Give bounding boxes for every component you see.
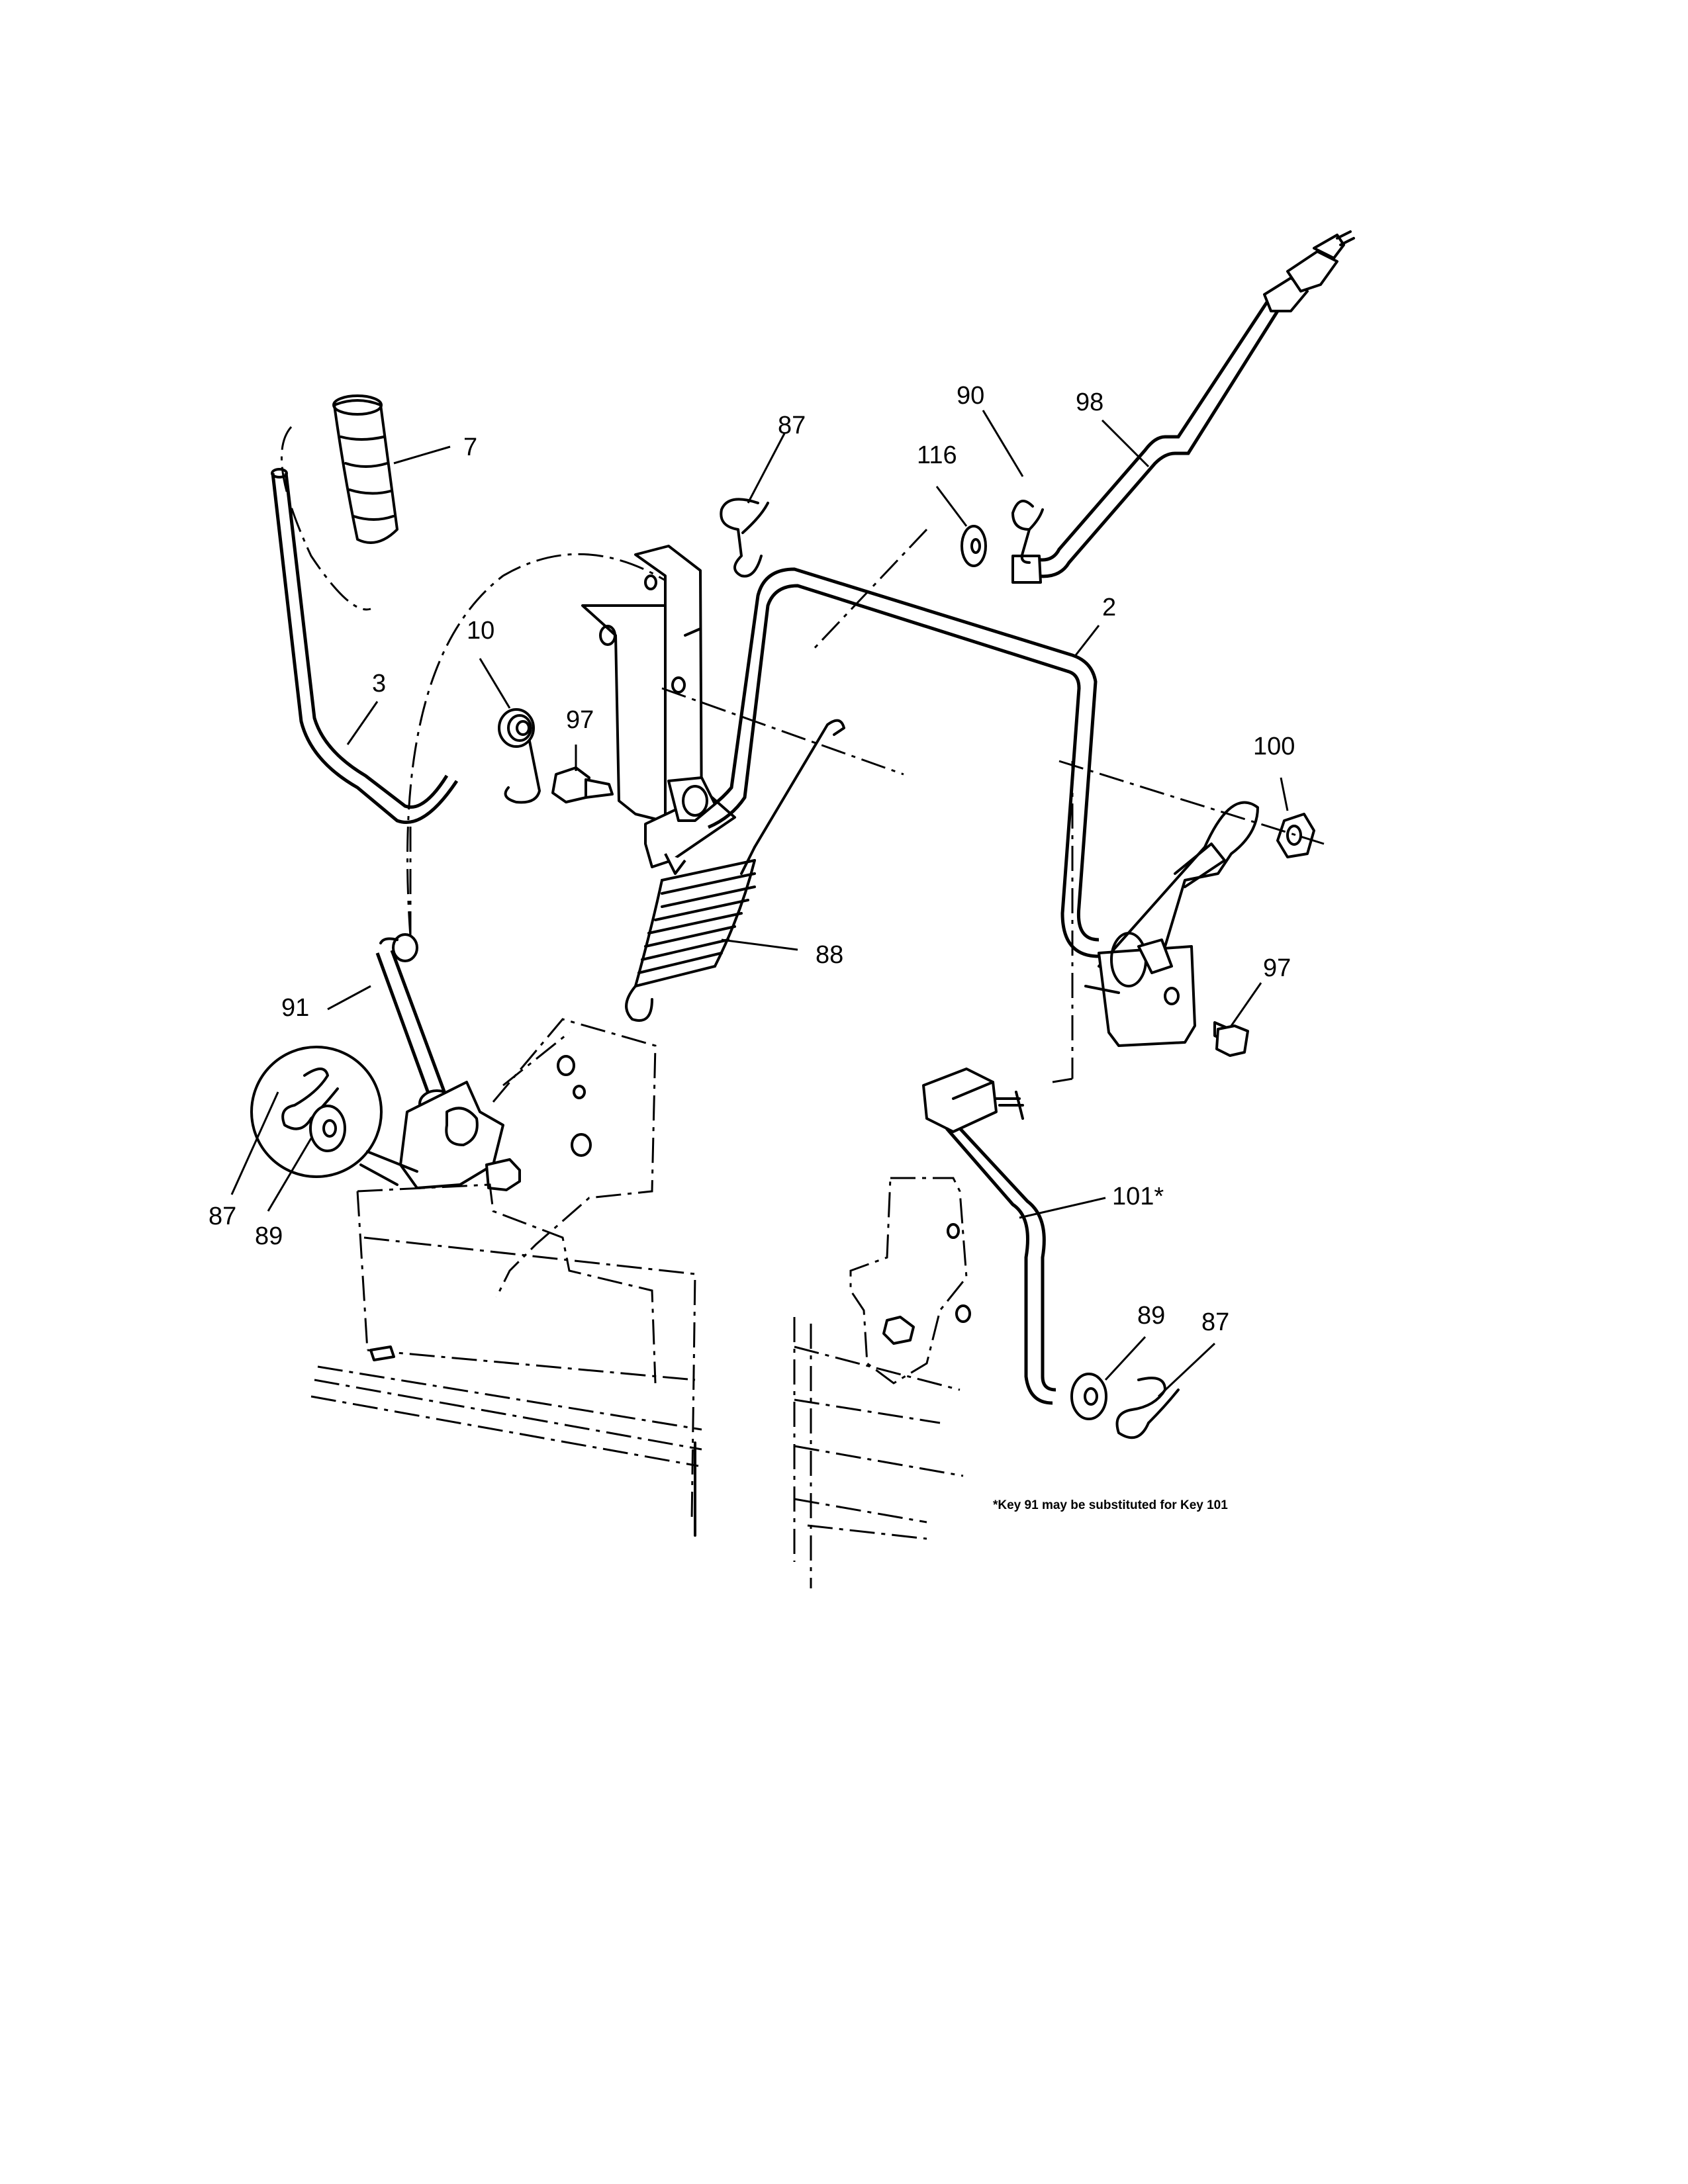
callout-3: 3 — [372, 670, 386, 698]
bolt-upper — [551, 766, 614, 803]
grip-phantom-line — [281, 426, 371, 611]
detail-bubble — [250, 1046, 418, 1186]
leader-lines — [230, 410, 1289, 1398]
callout-97-right: 97 — [1263, 954, 1291, 982]
hex-nut — [1276, 813, 1315, 858]
callout-98: 98 — [1076, 388, 1103, 416]
callout-91: 91 — [281, 994, 309, 1022]
callout-2: 2 — [1102, 594, 1116, 621]
callout-87-right: 87 — [1201, 1308, 1229, 1336]
phantom-line-1 — [810, 528, 928, 653]
callout-87-left: 87 — [209, 1203, 236, 1230]
phantom-line-6 — [1052, 1077, 1073, 1083]
callout-100: 100 — [1253, 733, 1295, 760]
phantom-arc — [406, 553, 691, 937]
torsion-spring — [498, 708, 541, 804]
hairpin-clip-90 — [1011, 500, 1044, 564]
lift-shaft — [667, 567, 1100, 958]
rear-deck-outline — [793, 1177, 971, 1588]
lift-handle — [271, 468, 459, 824]
phantom-line-3 — [1058, 760, 1325, 845]
extension-spring — [625, 719, 845, 1022]
hairpin-clip-upper — [720, 498, 769, 578]
callout-89-left: 89 — [255, 1222, 283, 1250]
callout-90: 90 — [957, 382, 984, 410]
washer-89-right — [1070, 1373, 1107, 1420]
phantom-line-2 — [661, 687, 904, 776]
callout-101: 101* — [1112, 1183, 1164, 1210]
callout-116: 116 — [917, 441, 957, 469]
callout-87-upper: 87 — [778, 412, 806, 439]
callout-88: 88 — [816, 941, 843, 969]
linkage-rod — [1011, 230, 1355, 584]
bolt-right — [1213, 1021, 1249, 1057]
front-deck-outline — [310, 1183, 702, 1537]
footnote: *Key 91 may be substituted for Key 101 — [993, 1498, 1228, 1512]
front-link-91 — [375, 933, 455, 1118]
callout-10: 10 — [467, 617, 494, 645]
hairpin-clip-right — [1115, 1377, 1180, 1439]
rear-link-101 — [922, 1068, 1056, 1405]
callout-7: 7 — [463, 433, 477, 461]
washer-116 — [961, 525, 987, 567]
front-bracket — [399, 1018, 657, 1298]
callout-97-upper: 97 — [566, 706, 594, 734]
handle-grip — [332, 394, 399, 544]
rear-lift-arm — [1084, 801, 1259, 1047]
callout-89-right: 89 — [1137, 1302, 1165, 1330]
callouts: 7 87 90 98 116 2 10 3 97 100 88 97 91 87… — [209, 382, 1295, 1336]
